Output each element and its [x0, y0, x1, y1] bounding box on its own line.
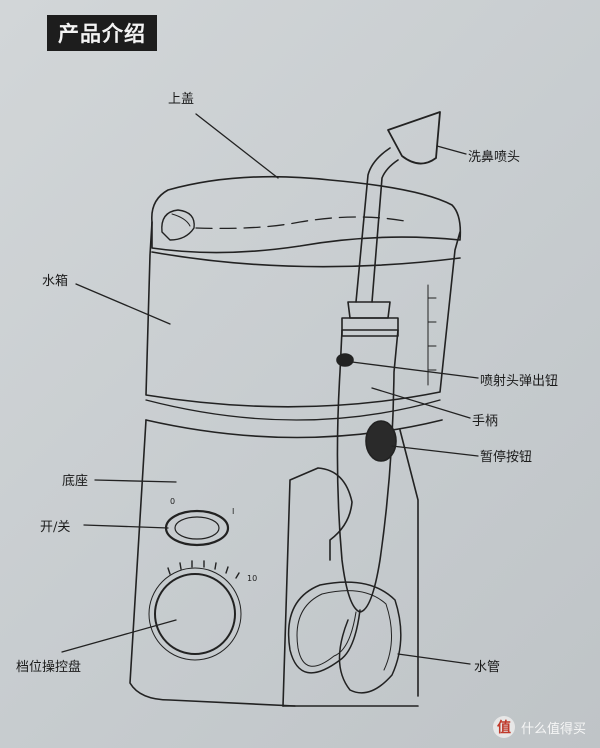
watermark-text: 什么值得买: [520, 721, 586, 737]
handle-body: [336, 329, 399, 613]
reservoir-inner-rim: [151, 251, 461, 268]
hose: [287, 581, 402, 694]
base-inner-top: [145, 419, 443, 439]
nasal-tip-stem: [355, 147, 399, 303]
label-hose: 水管: [474, 660, 501, 675]
label-reservoir: 水箱: [42, 274, 69, 289]
label-base: 底座: [62, 474, 89, 489]
handle-cradle: [282, 467, 353, 707]
reservoir-bottom-rim: [145, 399, 441, 421]
reservoir-outline: [145, 221, 461, 408]
label-dial: 档位操控盘: [16, 660, 82, 675]
label-pause: 暂停按钮: [480, 450, 533, 465]
tip-eject-button: [336, 353, 354, 367]
handle-collar: [341, 317, 399, 337]
lid-outline: [151, 175, 462, 254]
lid-latch: [161, 209, 195, 241]
base-right: [399, 429, 419, 697]
dial-ticks: [167, 560, 240, 579]
base-outline: [129, 419, 296, 707]
label-tip-eject: 喷射头弹出钮: [480, 374, 559, 389]
label-handle: 手柄: [472, 414, 499, 429]
label-lid: 上盖: [168, 92, 195, 107]
dial-mark-max: 10: [247, 574, 257, 583]
dial-knob: [154, 573, 236, 655]
section-title: 产品介绍: [47, 15, 157, 51]
measure-scale: [427, 284, 437, 386]
leader-lines: [61, 113, 479, 665]
dial-mark-off: 0: [170, 497, 175, 506]
label-nasal-tip: 洗鼻喷头: [468, 150, 521, 165]
label-power: 开/关: [40, 520, 71, 535]
pause-button: [365, 420, 397, 462]
watermark: 值 什么值得买: [492, 716, 586, 738]
watermark-logo-icon: 值: [492, 716, 515, 738]
nasal-tip-cone: [387, 111, 441, 165]
dial-mark-on: I: [232, 507, 234, 516]
